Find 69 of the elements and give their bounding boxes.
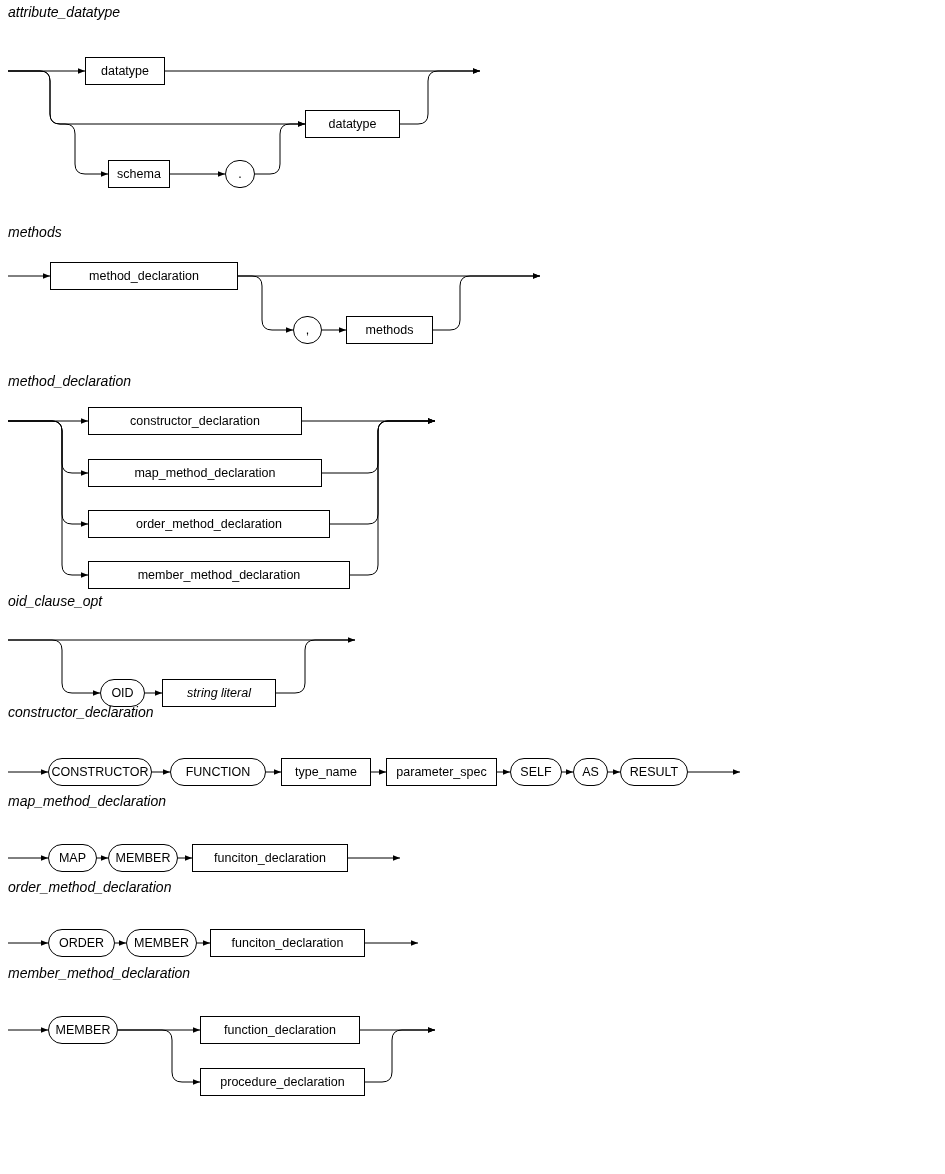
rule-heading: constructor_declaration [8, 704, 154, 720]
connector-arrow [117, 1029, 201, 1085]
connector-arrow [364, 1027, 436, 1083]
nonterminal-box: order_method_declaration [88, 510, 330, 538]
rule-heading: oid_clause_opt [8, 593, 103, 609]
nonterminal-box: datatype [305, 110, 400, 138]
connector-arrow [399, 68, 481, 125]
connector-arrow [196, 940, 211, 946]
connector-arrow [7, 855, 49, 861]
rule-heading: attribute_datatype [8, 4, 121, 20]
rule-heading: member_method_declaration [8, 965, 191, 981]
terminal-symbol: AS [573, 758, 608, 786]
nonterminal-box: function_declaration [200, 1016, 360, 1044]
rule-heading: method_declaration [8, 373, 131, 389]
terminal-symbol: OID [100, 679, 145, 707]
terminal-symbol: MAP [48, 844, 97, 872]
terminal-symbol: MEMBER [126, 929, 197, 957]
connector-arrow [151, 769, 171, 775]
connector-arrow [7, 70, 109, 177]
nonterminal-box: procedure_declaration [200, 1068, 365, 1096]
nonterminal-box: constructor_declaration [88, 407, 302, 435]
connector-arrow [347, 855, 401, 861]
terminal-symbol: ORDER [48, 929, 115, 957]
connector-arrow [114, 940, 127, 946]
terminal-symbol: , [293, 316, 322, 344]
connector-arrow [321, 327, 347, 333]
terminal-symbol: . [225, 160, 255, 188]
connector-arrow [7, 1027, 49, 1033]
connector-arrow [349, 418, 436, 576]
rule-heading: order_method_declaration [8, 879, 172, 895]
connector-arrow [364, 940, 419, 946]
nonterminal-box: string literal [162, 679, 276, 707]
connector-arrow [370, 769, 387, 775]
connector-arrow [496, 769, 511, 775]
terminal-symbol: FUNCTION [170, 758, 266, 786]
nonterminal-box: method_declaration [50, 262, 238, 290]
connector-arrow [7, 639, 101, 696]
connector-arrow [254, 121, 306, 175]
connector-arrow [561, 769, 574, 775]
connector-arrow [96, 855, 109, 861]
connector-arrow [144, 690, 163, 696]
nonterminal-box: member_method_declaration [88, 561, 350, 589]
connector-arrow [432, 273, 541, 331]
connector-arrow [7, 769, 49, 775]
connector-arrow [237, 275, 294, 333]
nonterminal-box: parameter_spec [386, 758, 497, 786]
terminal-symbol: MEMBER [48, 1016, 118, 1044]
connector-arrow [7, 273, 51, 279]
terminal-symbol: SELF [510, 758, 562, 786]
connector-arrow [169, 171, 226, 177]
connector-arrow [687, 769, 741, 775]
rule-heading: methods [8, 224, 62, 240]
nonterminal-box: schema [108, 160, 170, 188]
nonterminal-box: type_name [281, 758, 371, 786]
connector-arrow [7, 420, 89, 578]
nonterminal-box: map_method_declaration [88, 459, 322, 487]
terminal-symbol: RESULT [620, 758, 688, 786]
terminal-symbol: CONSTRUCTOR [48, 758, 152, 786]
connector-arrow [607, 769, 621, 775]
connector-arrow [275, 637, 356, 694]
nonterminal-box: datatype [85, 57, 165, 85]
nonterminal-box: funciton_declaration [210, 929, 365, 957]
connector-arrow [177, 855, 193, 861]
nonterminal-box: funciton_declaration [192, 844, 348, 872]
terminal-symbol: MEMBER [108, 844, 178, 872]
connector-arrow [7, 940, 49, 946]
connector-arrow [265, 769, 282, 775]
rule-heading: map_method_declaration [8, 793, 166, 809]
nonterminal-box: methods [346, 316, 433, 344]
